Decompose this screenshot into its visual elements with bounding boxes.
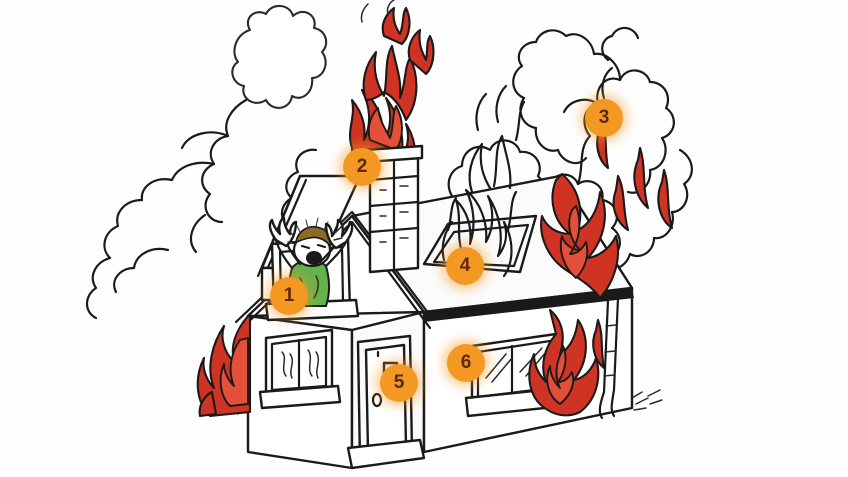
marker-1-window-person[interactable]: 1 xyxy=(270,277,308,315)
marker-6-label: 6 xyxy=(460,352,472,373)
flames-roof-right xyxy=(540,116,674,300)
marker-2-label: 2 xyxy=(356,156,368,177)
flames-left-corner xyxy=(196,314,252,418)
marker-4-roof-skylight[interactable]: 4 xyxy=(446,247,484,285)
marker-5-label: 5 xyxy=(393,372,405,393)
marker-5-front-door[interactable]: 5 xyxy=(380,364,418,402)
marker-4-label: 4 xyxy=(459,255,471,276)
marker-3-smoke-plume[interactable]: 3 xyxy=(585,99,623,137)
marker-3-label: 3 xyxy=(598,107,610,128)
marker-2-chimney[interactable]: 2 xyxy=(343,148,381,186)
marker-6-side-window[interactable]: 6 xyxy=(447,344,485,382)
flames-skylight xyxy=(441,84,526,278)
flames-right-wall xyxy=(528,308,606,417)
person-waving-from-window xyxy=(268,216,354,307)
marker-1-label: 1 xyxy=(283,285,295,306)
